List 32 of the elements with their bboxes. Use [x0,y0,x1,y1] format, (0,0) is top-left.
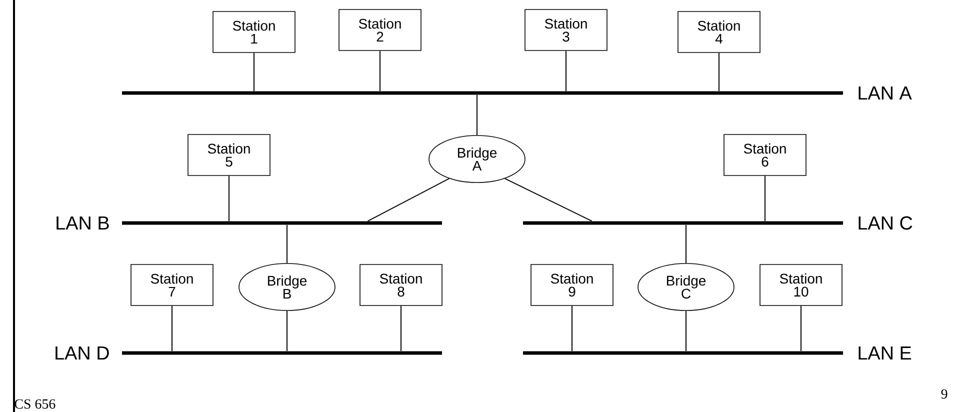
station-box: Station 9 [530,264,614,306]
lan-bus: LAN B [56,216,442,230]
connection-line [400,305,402,352]
connection-line [476,94,478,136]
node-label: LAN B [56,216,109,230]
connection-line [504,178,592,222]
lan-bus: LAN C [523,216,912,230]
node-label: LAN E [858,346,912,360]
lan-bus: LAN A [122,86,912,100]
connection-line [764,175,766,222]
station-box: Station 1 [212,11,296,53]
station-box: Station 3 [524,9,608,51]
connection-line [718,52,720,92]
connection-line [286,224,288,264]
station-box: Station 8 [360,264,442,306]
station-box: Station 2 [338,9,422,51]
station-box: Station 5 [188,134,270,176]
node-label: LAN A [858,86,912,100]
node-label: LAN C [858,216,912,230]
node-label: LAN D [56,346,109,360]
station-box: Station 7 [130,264,214,306]
station-box: Station 10 [760,264,842,306]
lan-bus: LAN E [523,346,912,360]
page-number: 9 [941,389,948,399]
station-box: Station 4 [678,11,760,53]
connection-line [286,310,288,352]
connection-line [367,178,450,222]
connection-line [228,175,230,222]
station-box: Station 6 [724,134,806,176]
slide-footer: CS 656 [14,399,56,409]
lan-bus: LAN D [56,346,442,360]
connection-line [800,305,802,352]
